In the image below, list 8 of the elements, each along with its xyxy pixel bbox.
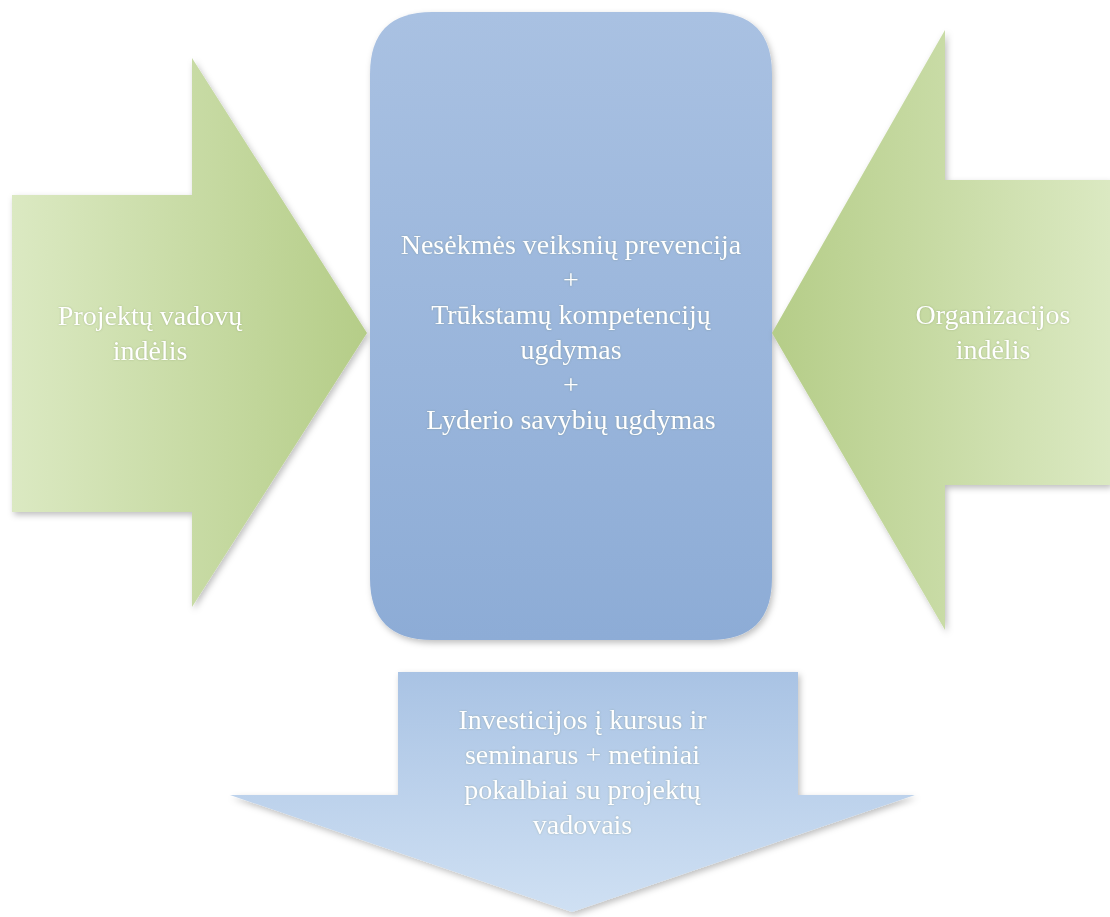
node-text: Nesėkmės veiksnių prevencija [400,228,742,262]
node-text: Trūkstamų kompetencijų ugdymas [430,298,712,367]
node-text: Organizacijos indėlis [914,298,1072,367]
node-text: Projektų vadovų indėlis [56,299,244,368]
node-text: Lyderio savybių ugdymas [426,403,716,437]
node-text: + [563,368,579,402]
node-text: Investicijos į kursus ir seminarus + metiniai pokalbiai su projektų vadovais [457,703,708,842]
node-text: + [563,263,579,297]
